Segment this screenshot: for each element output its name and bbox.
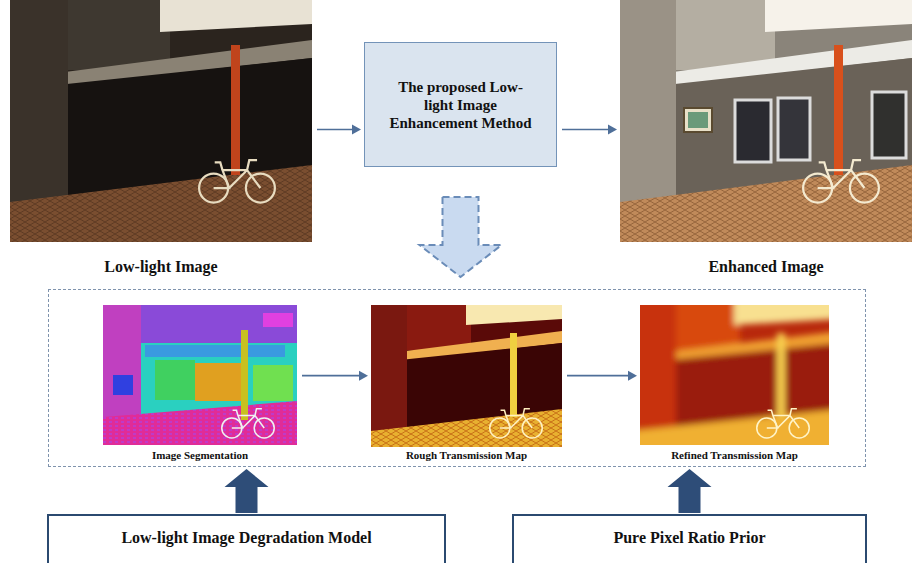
image-panel: Refined Transmission Map <box>640 305 829 462</box>
panel-caption: Image Segmentation <box>103 449 297 462</box>
image-panel: Low-light Image <box>10 0 312 276</box>
panel-caption: Low-light Image <box>10 257 312 276</box>
panel-caption: Rough Transmission Map <box>371 449 562 462</box>
panel-caption: Refined Transmission Map <box>640 449 829 462</box>
rough-transmission-map <box>371 305 562 447</box>
flow-arrow <box>562 125 617 135</box>
image-panel: Image Segmentation <box>103 305 297 462</box>
flow-arrow <box>225 469 269 513</box>
flow-arrow <box>420 197 502 277</box>
box-label: The proposed Low-light Image Enhancement… <box>385 78 537 132</box>
flow-arrow <box>567 371 637 381</box>
image-panel: Rough Transmission Map <box>371 305 562 462</box>
image-panel: Enhanced Image <box>620 0 912 276</box>
segmentation-map <box>103 305 297 445</box>
low-light-photo <box>10 0 312 242</box>
refined-transmission-map <box>630 295 840 455</box>
prior-box: Pure Pixel Ratio Prior <box>512 514 867 563</box>
box-label: Low-light Image Degradation Model <box>121 528 371 547</box>
flow-arrow <box>317 125 361 135</box>
enhanced-photo <box>620 0 912 242</box>
flow-arrow <box>668 469 712 513</box>
box-label: Pure Pixel Ratio Prior <box>613 528 765 547</box>
process-box: The proposed Low-light Image Enhancement… <box>364 42 557 167</box>
prior-box: Low-light Image Degradation Model <box>47 514 446 563</box>
flow-arrow <box>302 371 368 381</box>
group-frame: Image Segmentation Rough Transmission Map… <box>48 289 866 467</box>
panel-caption: Enhanced Image <box>620 257 912 276</box>
